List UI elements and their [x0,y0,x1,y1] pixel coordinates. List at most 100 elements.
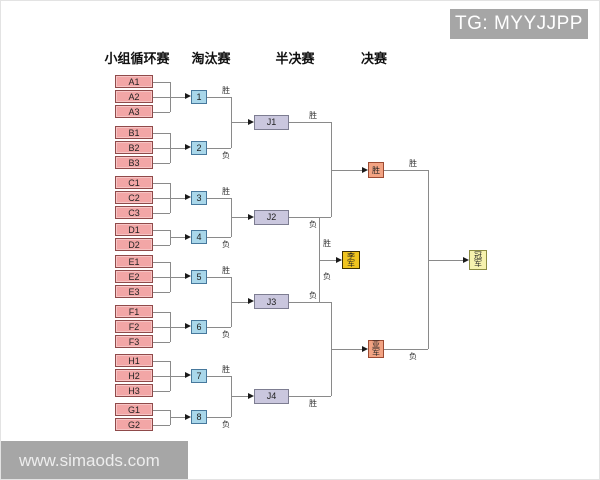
connector-line [153,341,170,343]
semifinal-box-label: J1 [266,117,277,127]
connector-line [170,147,185,149]
team-box-label: F3 [128,336,140,347]
arrowhead [185,93,191,99]
connector-line [289,217,331,219]
knockout-box: 3 [191,190,207,205]
connector-line [428,260,463,261]
team-box-label: C2 [128,192,140,203]
connector-line [170,197,185,199]
team-box: H2 [115,369,153,382]
knockout-box-label: 4 [196,232,202,242]
team-box-label: G2 [127,419,140,430]
team-box-label: C1 [128,177,140,188]
connector-line [289,122,331,123]
semifinal-box: J2 [254,209,289,225]
arrowhead [248,392,254,399]
team-box-label: C3 [128,207,140,218]
arrowhead [185,233,191,240]
arrowhead [362,345,368,352]
knockout-box-label: 2 [196,142,202,153]
connector-line [428,170,429,349]
lose-label: 负 [222,420,230,429]
team-box: A1 [115,75,153,88]
connector-line [384,349,428,350]
lose-label: 负 [222,150,230,160]
connector-line [207,237,231,238]
connector-line [207,417,231,418]
team-box-label: A1 [128,76,140,87]
winner-box-label: 胜 [372,165,380,175]
runner-up-box: 亚军 [368,340,384,358]
win-label: 胜 [309,111,317,120]
team-box-label: E1 [128,256,140,267]
connector-line [170,276,185,278]
win-label: 胜 [409,159,417,168]
arrowhead [463,256,469,263]
connector-line [153,197,170,199]
team-box-label: E2 [128,271,140,282]
connector-line [153,261,170,263]
connector-line [153,212,170,214]
watermark-top: TG: MYYJJPP [450,9,588,39]
knockout-box: 1 [191,89,207,104]
champion-box-label: 冠军 [474,250,482,268]
connector-line [153,96,170,98]
team-box: G1 [115,403,153,416]
team-box: E3 [115,285,153,298]
team-box: A3 [115,105,153,118]
arrowhead [336,256,342,263]
semifinal-box-label: J2 [266,212,277,223]
connector-line [170,237,185,238]
lose-label: 负 [323,272,331,281]
team-box-label: H3 [128,385,140,396]
team-box-label: H2 [128,370,140,381]
win-label: 胜 [222,186,230,196]
team-box: B2 [115,141,153,154]
semifinal-box: J3 [254,294,289,309]
connector-line [153,81,170,83]
connector-line [153,409,170,411]
knockout-box: 4 [191,230,207,244]
team-box: H3 [115,384,153,397]
connector-line [231,217,248,219]
team-box-label: B2 [128,142,140,153]
connector-line [289,396,331,398]
semifinal-box-label: J3 [266,296,277,307]
connector-line [153,111,170,113]
team-box: G2 [115,418,153,431]
team-box-label: A3 [128,106,140,117]
arrowhead [185,144,191,150]
team-box-label: D1 [128,224,140,235]
arrowhead [185,273,191,279]
team-box-label: E3 [128,286,140,297]
team-box: B3 [115,156,153,169]
knockout-box: 5 [191,269,207,284]
connector-line [331,122,332,218]
connector-line [153,375,170,377]
team-box: D2 [115,238,153,251]
connector-line [153,360,170,362]
semifinal-box: J4 [254,388,289,404]
win-label: 胜 [323,239,331,248]
lose-label: 负 [309,290,317,300]
connector-line [319,260,336,261]
team-box: H1 [115,354,153,367]
team-box: F3 [115,335,153,348]
runner-up-box-label: 亚军 [372,339,380,357]
connector-line [153,276,170,278]
connector-line [153,162,170,164]
team-box: C1 [115,176,153,189]
connector-line [207,375,231,377]
arrowhead [185,323,191,329]
team-box-label: B1 [128,127,140,138]
connector-line [153,390,170,392]
column-header-2: 半决赛 [275,51,315,66]
connector-line [384,170,428,171]
champion-box: 冠军 [469,250,487,270]
team-box: F2 [115,320,153,333]
connector-line [289,301,331,303]
knockout-box-label: 1 [196,91,202,102]
knockout-box-label: 8 [196,412,202,422]
semifinal-box-label: J4 [266,391,277,402]
